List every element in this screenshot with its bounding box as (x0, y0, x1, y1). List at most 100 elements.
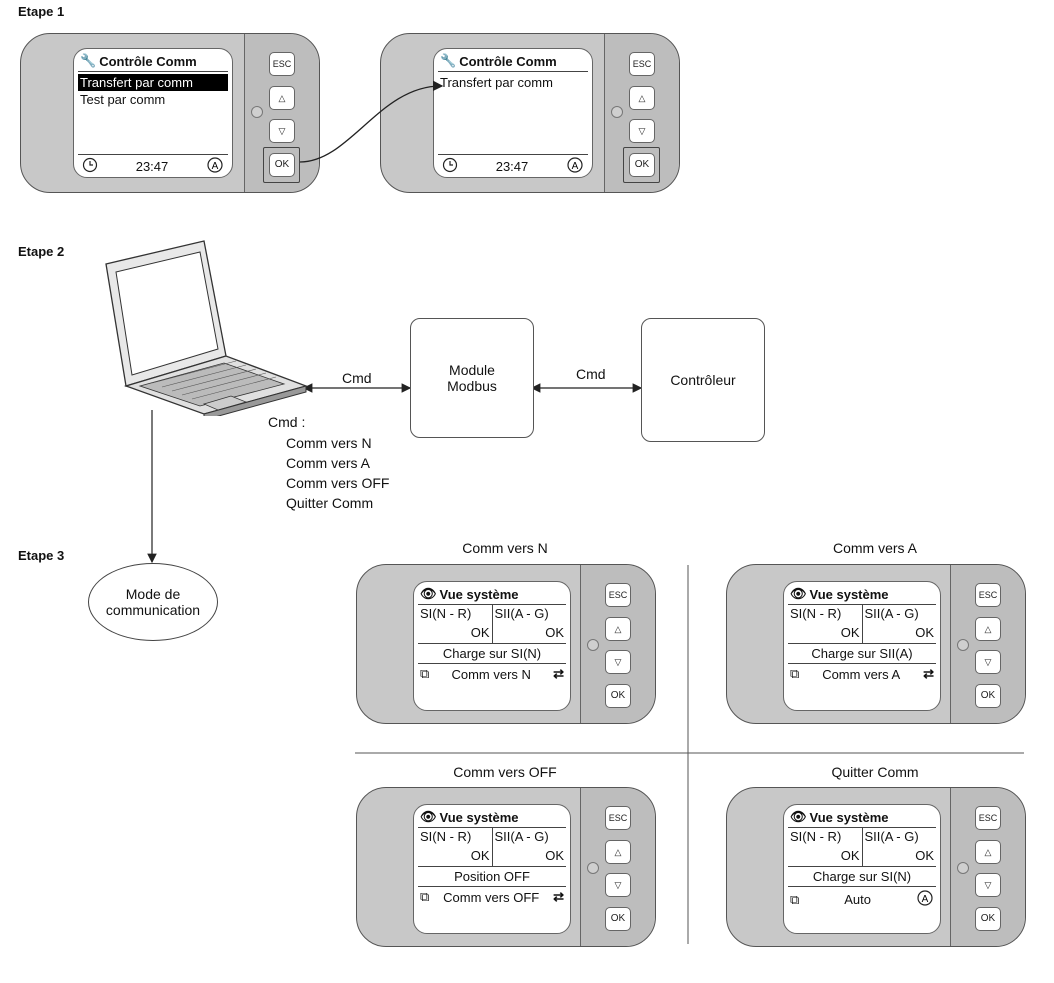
status-text: Comm vers A (822, 666, 901, 682)
device-screen: 🔧Contrôle Comm Transfert par comm Test p… (73, 48, 233, 178)
step1-label: Etape 1 (18, 4, 65, 19)
controller-box: Contrôleur (641, 318, 765, 442)
status-led (251, 106, 263, 118)
screen-title: Vue système (439, 809, 519, 825)
pages-icon: ⧉ (790, 666, 800, 681)
menu-item-transfert[interactable]: Transfert par comm (440, 75, 553, 90)
panel-caption: Comm vers OFF (453, 764, 557, 780)
auto-mode-icon: A (206, 156, 224, 177)
col2-label: SII(A - G) (864, 829, 919, 844)
cmd-list-item: Comm vers OFF (286, 475, 390, 491)
col2-label: SII(A - G) (864, 606, 919, 621)
status-led (587, 862, 599, 874)
esc-button[interactable]: ESC (629, 52, 655, 76)
up-button[interactable]: △ (629, 86, 655, 110)
cmd-list-title: Cmd : (268, 414, 306, 430)
eye-icon: 👁 (790, 809, 807, 824)
step2-label: Etape 2 (18, 244, 65, 259)
esc-button[interactable]: ESC (975, 583, 1001, 607)
keypad: ESC △ ▽ OK (950, 565, 1025, 723)
device-quitter-comm: 👁Vue système SI(N - R)OK SII(A - G)OK Ch… (726, 787, 1026, 947)
module-label-line2: Modbus (447, 378, 497, 394)
ok-button[interactable]: OK (605, 907, 631, 931)
device-comm-off: 👁Vue système SI(N - R)OK SII(A - G)OK Po… (356, 787, 656, 947)
screen-title: Contrôle Comm (99, 53, 197, 69)
comm-arrows-icon: ⇄ (923, 666, 934, 681)
device-step1-b: 🔧Contrôle Comm Transfert par comm 23:47 … (380, 33, 680, 193)
device-step1-a: 🔧Contrôle Comm Transfert par comm Test p… (20, 33, 320, 193)
panel-caption: Quitter Comm (831, 764, 919, 780)
comm-arrows-icon: ⇄ (553, 666, 564, 681)
controller-label: Contrôleur (670, 372, 736, 388)
menu-item-transfert[interactable]: Transfert par comm (78, 74, 228, 91)
col1-value: OK (470, 625, 490, 640)
screen-title: Vue système (809, 586, 889, 602)
ok-button[interactable]: OK (975, 684, 1001, 708)
ok-button[interactable]: OK (269, 153, 295, 177)
module-label-line1: Module (449, 362, 495, 378)
status-text: Comm vers N (451, 666, 531, 682)
load-line: Charge sur SII(A) (788, 644, 936, 664)
device-comm-a: 👁Vue système SI(N - R)OK SII(A - G)OK Ch… (726, 564, 1026, 724)
eye-icon: 👁 (420, 586, 437, 601)
esc-button[interactable]: ESC (605, 583, 631, 607)
keypad: ESC △ ▽ OK (950, 788, 1025, 946)
pages-icon: ⧉ (420, 889, 430, 904)
down-button[interactable]: ▽ (975, 650, 1001, 674)
up-button[interactable]: △ (605, 617, 631, 641)
ok-button[interactable]: OK (629, 153, 655, 177)
status-text: Comm vers OFF (443, 889, 540, 905)
device-screen: 🔧Contrôle Comm Transfert par comm 23:47 … (433, 48, 593, 178)
cmd-list-item: Quitter Comm (286, 495, 374, 511)
down-button[interactable]: ▽ (605, 650, 631, 674)
esc-button[interactable]: ESC (605, 806, 631, 830)
menu-item-test[interactable]: Test par comm (80, 92, 166, 107)
cmd-label-left: Cmd (342, 370, 372, 386)
col2-value: OK (545, 625, 564, 640)
up-button[interactable]: △ (975, 840, 1001, 864)
col2-value: OK (915, 848, 934, 863)
auto-mode-icon: A (566, 156, 584, 177)
panel-caption: Comm vers N (462, 540, 548, 556)
cmd-list-item: Comm vers N (286, 435, 372, 451)
up-button[interactable]: △ (605, 840, 631, 864)
cmd-label-right: Cmd (576, 366, 606, 382)
ok-button[interactable]: OK (975, 907, 1001, 931)
keypad: ESC △ ▽ OK (244, 34, 319, 192)
device-screen: 👁Vue système SI(N - R)OK SII(A - G)OK Po… (413, 804, 571, 934)
ok-button[interactable]: OK (605, 684, 631, 708)
laptop-icon (105, 240, 309, 416)
cmd-list: Comm vers N Comm vers A Comm vers OFF Qu… (286, 433, 389, 513)
up-button[interactable]: △ (975, 617, 1001, 641)
pages-icon: ⧉ (420, 666, 430, 681)
panel-caption: Comm vers A (832, 540, 917, 556)
status-led (587, 639, 599, 651)
down-button[interactable]: ▽ (605, 873, 631, 897)
down-button[interactable]: ▽ (269, 119, 295, 143)
down-button[interactable]: ▽ (629, 119, 655, 143)
esc-button[interactable]: ESC (975, 806, 1001, 830)
keypad: ESC △ ▽ OK (580, 565, 655, 723)
col2-label: SII(A - G) (494, 606, 549, 621)
clock-icon (442, 157, 458, 176)
col1-value: OK (470, 848, 490, 863)
load-line: Position OFF (418, 867, 566, 887)
keypad: ESC △ ▽ OK (604, 34, 679, 192)
auto-mode-icon: A (916, 889, 934, 910)
status-text: Auto (844, 892, 872, 907)
col1-label: SI(N - R) (790, 606, 842, 621)
svg-text:A: A (922, 894, 929, 905)
col2-value: OK (545, 848, 564, 863)
down-button[interactable]: ▽ (975, 873, 1001, 897)
device-screen: 👁Vue système SI(N - R)OK SII(A - G)OK Ch… (783, 804, 941, 934)
transfer-curve (299, 80, 444, 163)
up-button[interactable]: △ (269, 86, 295, 110)
device-screen: 👁Vue système SI(N - R)OK SII(A - G)OK Ch… (783, 581, 941, 711)
esc-button[interactable]: ESC (269, 52, 295, 76)
screen-title: Vue système (439, 586, 519, 602)
svg-text:A: A (212, 161, 219, 172)
clock-icon (82, 157, 98, 176)
